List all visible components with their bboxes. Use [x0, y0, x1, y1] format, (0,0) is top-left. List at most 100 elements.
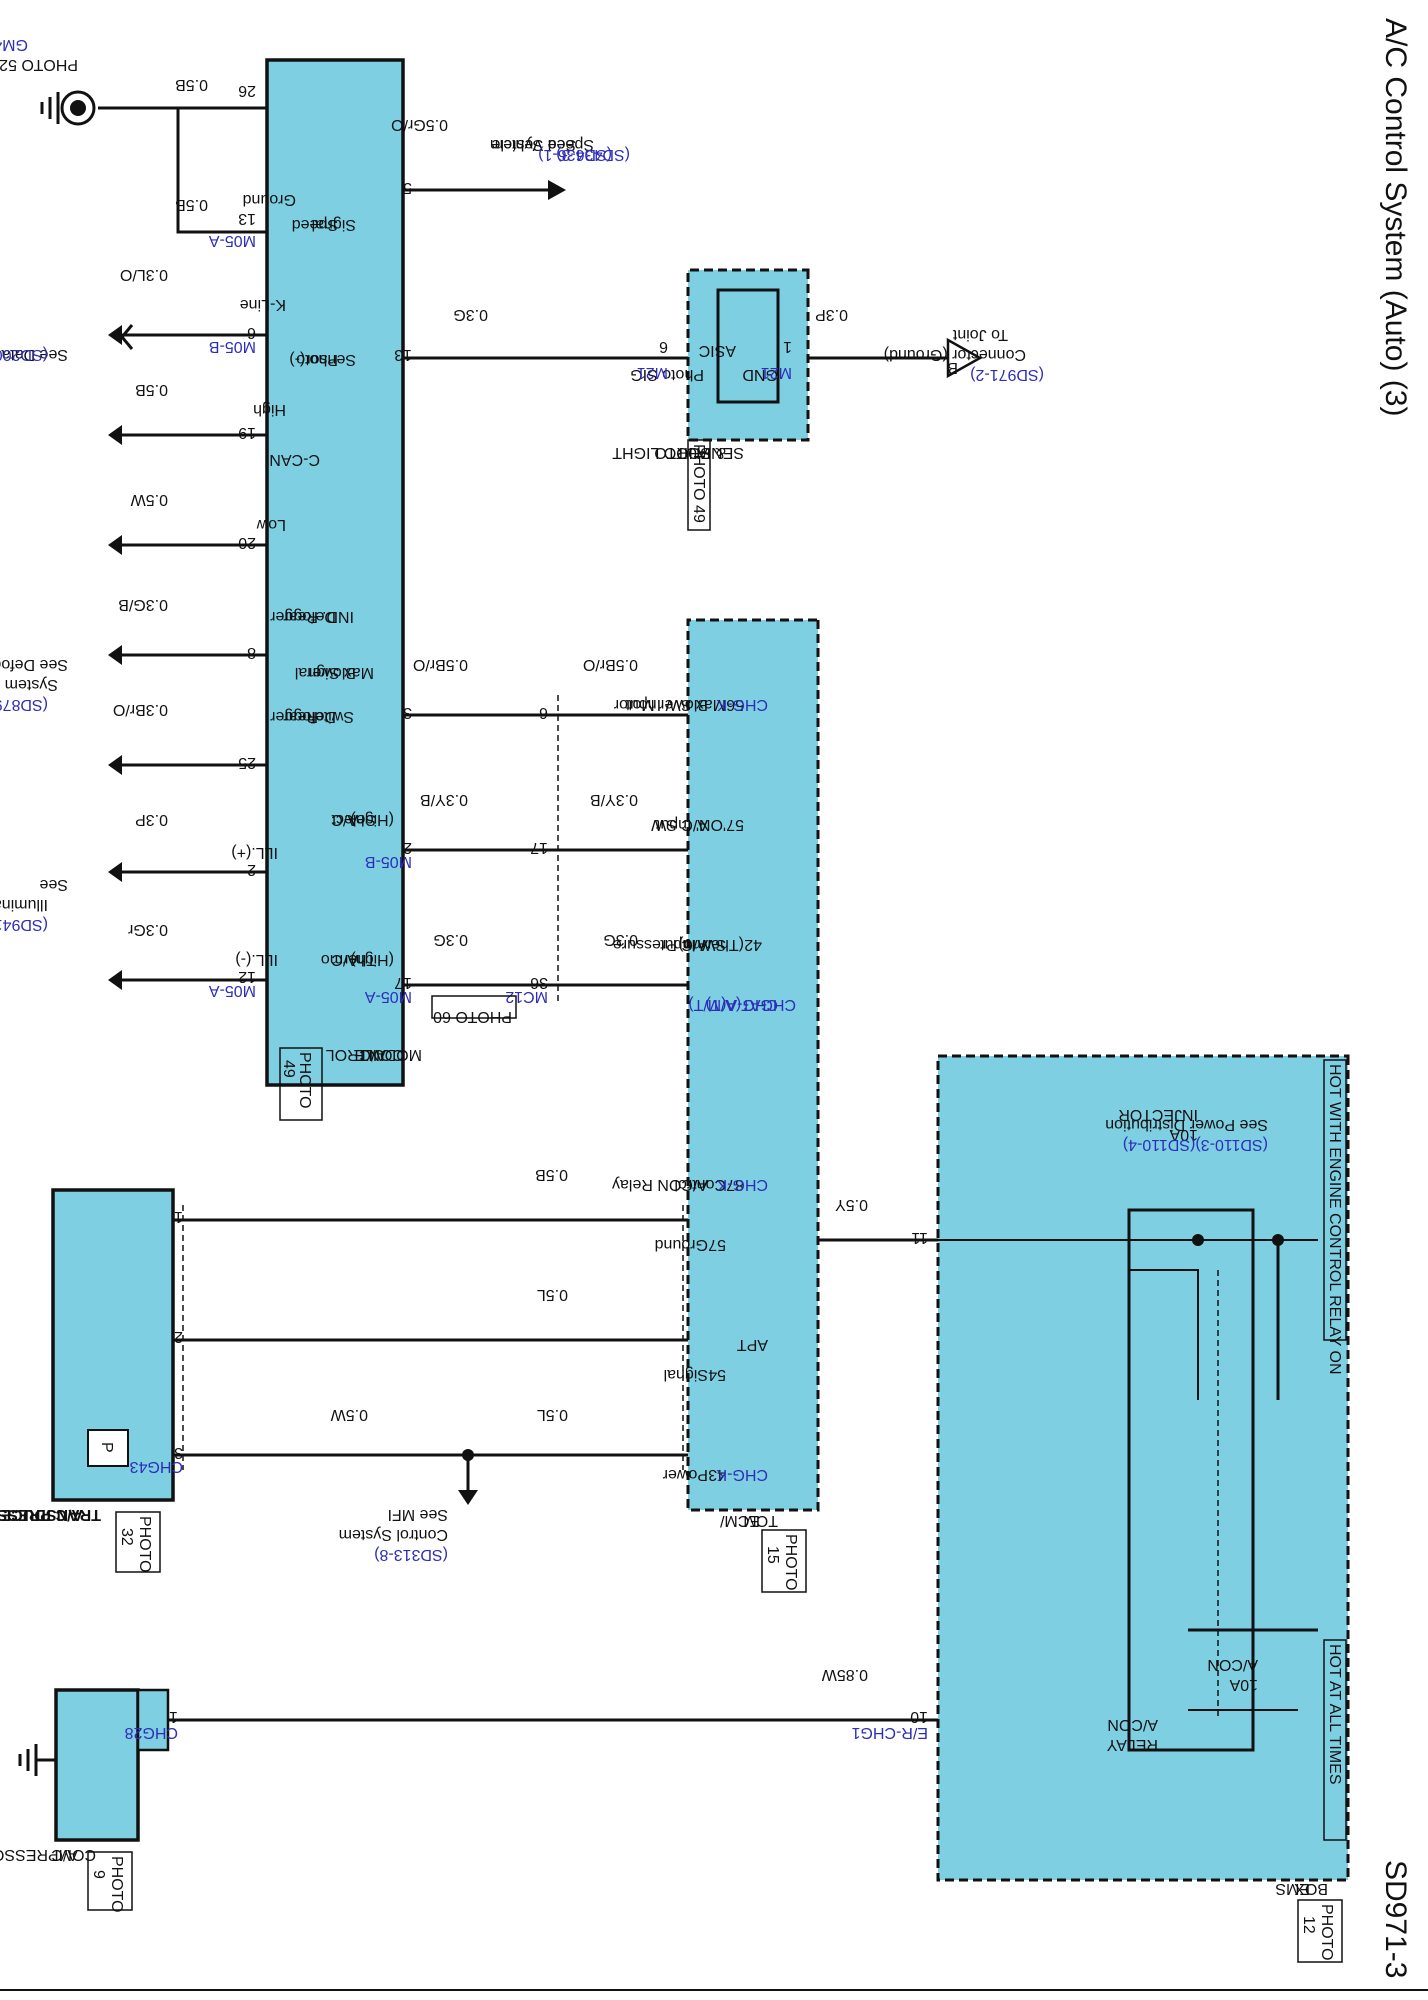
ac-pressure-transducer: [51, 1188, 175, 1502]
svg-text:A/CON: A/CON: [1207, 1656, 1258, 1673]
label-blower-1: Blower: [306, 664, 356, 681]
ems-box: [936, 1054, 1350, 1882]
svg-text:See Power Distribution: See Power Distribution: [1105, 1116, 1268, 1133]
svg-text:(SD879-1): (SD879-1): [0, 696, 48, 713]
svg-text:CHG-K: CHG-K: [716, 696, 768, 713]
diagram-code: SD971-3: [1379, 1860, 1412, 1978]
svg-text:(Thermo): (Thermo): [678, 936, 744, 953]
svg-text:Control: Control: [674, 1176, 726, 1193]
ecm-photo-2: 15: [764, 1546, 781, 1564]
ac-compressor: [54, 1688, 140, 1842]
diagram-title: A/C Control System (Auto) (3): [1379, 18, 1412, 416]
svg-text:56: 56: [726, 696, 744, 713]
svg-text:1: 1: [169, 1708, 178, 1725]
svg-text:0.3P: 0.3P: [135, 811, 168, 828]
label-defog-sw-3: Switch: [307, 708, 354, 725]
asic-block: [716, 288, 780, 404]
svg-text:SW Input: SW Input: [660, 936, 726, 953]
label-photo-2: Sensor(-): [289, 351, 356, 368]
gnd-label: GND: [742, 366, 778, 383]
svg-text:6: 6: [539, 704, 548, 721]
svg-text:6: 6: [247, 324, 256, 341]
svg-text:RELAY: RELAY: [1106, 1736, 1158, 1753]
svg-text:P: P: [98, 1442, 115, 1453]
hot-always-label: HOT AT ALL TIMES: [1326, 1644, 1343, 1785]
ecm-name-2: TCM: [743, 1512, 778, 1529]
label-high: High: [253, 401, 286, 418]
svg-text:25: 25: [238, 754, 256, 771]
pin-photo-sig: 6: [659, 338, 668, 355]
svg-text:0.3G: 0.3G: [433, 931, 468, 948]
compressor-name-2: COMPRESSOR: [0, 1846, 96, 1863]
svg-text:A/CON: A/CON: [1107, 1716, 1158, 1733]
label-blower-2: Max Signal: [295, 664, 374, 681]
label-ccan: C-CAN: [269, 451, 320, 468]
svg-text:2: 2: [403, 839, 412, 856]
ac-control-module: [265, 58, 405, 1087]
svg-text:(SD436-1): (SD436-1): [538, 146, 612, 163]
svg-text:0.3G/B: 0.3G/B: [118, 596, 168, 613]
svg-text:0.3Y/B: 0.3Y/B: [420, 791, 468, 808]
ecm-photo-1: PHOTO: [782, 1534, 799, 1591]
label-ill-plus: ILL.(+): [231, 844, 278, 861]
svg-text:CHG-A(M/T): CHG-A(M/T): [688, 996, 778, 1013]
svg-text:2: 2: [247, 861, 256, 878]
label-thermo-3: (High): [350, 951, 394, 968]
wire-gnd-13: 0.5B: [175, 196, 208, 213]
hot-engine-box: [1323, 1059, 1347, 1341]
svg-text:17: 17: [394, 974, 412, 991]
svg-text:10A: 10A: [1169, 1126, 1198, 1143]
label-ill-minus: ILL.(-): [235, 951, 278, 968]
relay-control-circuit: 0.5Y 11: [818, 1196, 938, 1246]
label-speed-2: Signal: [312, 216, 356, 233]
svg-text:57: 57: [708, 1236, 726, 1253]
joint-connector: 0.3P B To Joint Connector (Ground) (SD97…: [808, 306, 1044, 383]
svg-text:0.3P: 0.3P: [815, 306, 848, 323]
svg-text:Blower Motor: Blower Motor: [613, 696, 708, 713]
compressor-circuit: 0.85W 10 E/R-CHG1 1 CHG28: [18, 1666, 938, 1776]
ems-photo-1: PHOTO: [1318, 1904, 1335, 1961]
transducer-photo-1: PHOTO: [136, 1516, 153, 1573]
illumination-circuits: 2 12 M05-A 0.3P 0.3Gr See Illuminations …: [0, 811, 267, 999]
svg-text:M05-B: M05-B: [365, 853, 412, 870]
module-name-3: MODULE: [354, 1046, 422, 1063]
data-link-circuits: 6 M05-B 19 20 0.3L/O 0.5B 0.5W See Data …: [0, 266, 267, 555]
svg-text:INJECTOR: INJECTOR: [1118, 1106, 1198, 1123]
label-thermo-1: A/C: [331, 951, 358, 968]
module-name-2: CONTROL: [326, 1046, 404, 1063]
svg-text:(SD971-2): (SD971-2): [970, 366, 1044, 383]
svg-text:Illuminations: Illuminations: [0, 896, 48, 913]
svg-text:0.5W: 0.5W: [130, 491, 168, 508]
module-photo-2: 49: [280, 1060, 297, 1078]
svg-text:Signal: Signal: [664, 1366, 708, 1383]
module-labels: Ground Speed Signal Photo Sensor(-) K-Li…: [231, 191, 394, 968]
defogger-circuits: 8 25 0.3G/B 0.3Br/O See Defogger System …: [0, 596, 267, 775]
svg-text:Power: Power: [662, 1466, 708, 1483]
transducer-name-2: TRANSDUCER: [0, 1506, 101, 1523]
mc12-links: 3 2 M05-B 17 M05-A 6 17 36 MC12 0.5Br/O …: [365, 656, 738, 1025]
conn-m05a-1: M05-A: [209, 232, 256, 249]
svg-text:3: 3: [403, 704, 412, 721]
svg-text:0.3Gr: 0.3Gr: [127, 921, 168, 938]
svg-text:1: 1: [174, 1208, 183, 1225]
svg-text:0.3G: 0.3G: [453, 306, 488, 323]
ecm-name-1: ECM/: [719, 1512, 760, 1529]
ecm-photo-box: [761, 1529, 807, 1593]
svg-text:2: 2: [174, 1328, 183, 1345]
compressor-name-1: A/C: [51, 1846, 78, 1863]
svg-text:43: 43: [708, 1466, 726, 1483]
svg-text:To Joint: To Joint: [952, 326, 1008, 343]
svg-text:3: 3: [174, 1444, 183, 1461]
svg-text:APT: APT: [737, 1336, 768, 1353]
svg-text:(SD436-3): (SD436-3): [556, 146, 630, 163]
ems-internals: INJECTOR 10A A/CON 10A A/CON RELAY See P…: [938, 1106, 1318, 1753]
svg-text:M05-B: M05-B: [209, 338, 256, 355]
svg-text:10A: 10A: [1229, 1676, 1258, 1693]
conn-m21-a: M21: [637, 364, 668, 381]
svg-text:8: 8: [247, 644, 256, 661]
svg-text:A/C Pressure: A/C Pressure: [613, 936, 708, 953]
ecm-tcm: [686, 618, 820, 1512]
svg-text:Connector (Ground): Connector (Ground): [884, 346, 1026, 363]
svg-text:CHG43: CHG43: [130, 1458, 183, 1475]
